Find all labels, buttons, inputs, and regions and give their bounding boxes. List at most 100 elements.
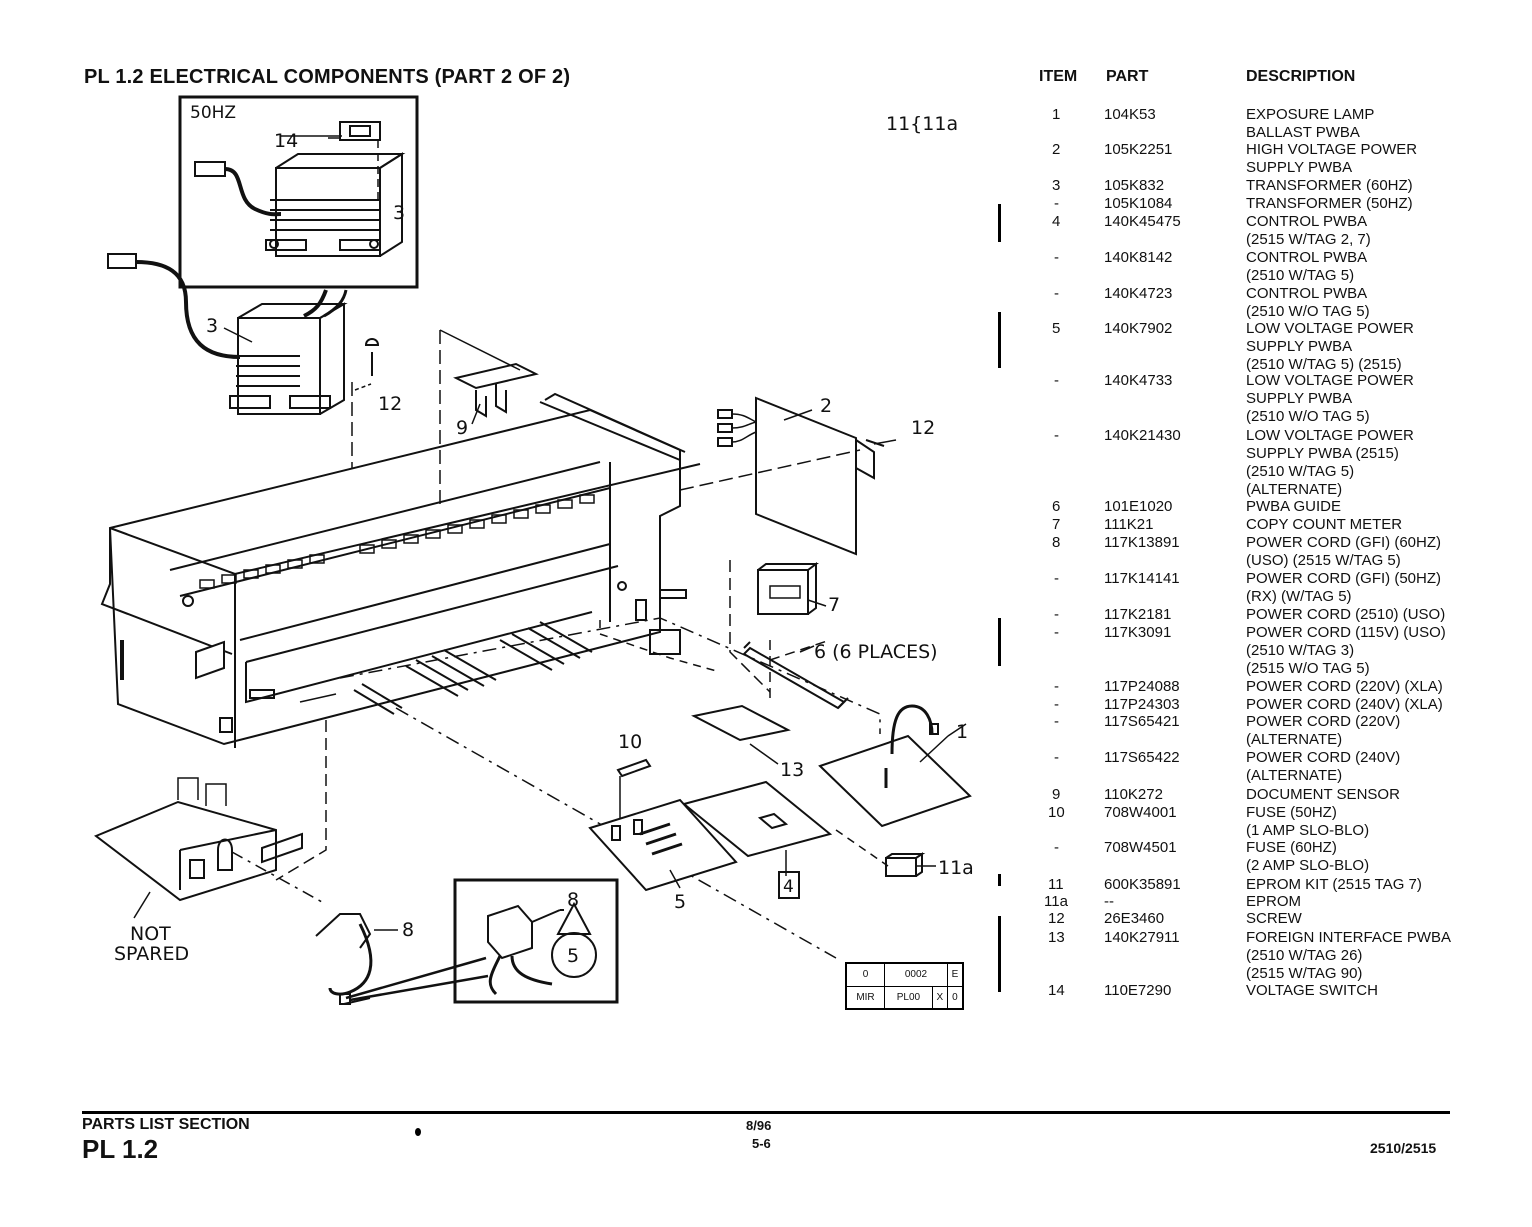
cell-part: 140K27911 [1104, 929, 1180, 946]
footer-date: 8/96 [746, 1118, 772, 1133]
cell-item: - [1054, 249, 1059, 266]
cell-item: - [1054, 285, 1059, 302]
page-title: PL 1.2 ELECTRICAL COMPONENTS (PART 2 OF … [84, 66, 571, 88]
callout-9: 9 [456, 417, 468, 439]
footer-pl-number: PL 1.2 [82, 1134, 159, 1164]
cell-item: 8 [1052, 534, 1061, 551]
cell-item: - [1054, 696, 1059, 713]
callout-3: 3 [206, 315, 218, 337]
revision-bar [998, 204, 1001, 242]
cell-part: 110E7290 [1104, 982, 1172, 999]
cell-item: 3 [1052, 177, 1061, 194]
cell-part: 104K53 [1104, 106, 1156, 123]
footer-rule [82, 1111, 1450, 1114]
cell-part: 140K7902 [1104, 320, 1173, 337]
cell-description: CONTROL PWBA (2510 W/TAG 5) [1246, 249, 1368, 284]
stamp-cell: 0 [846, 963, 885, 987]
cell-description: FUSE (50HZ) (1 AMP SLO-BLO) [1246, 804, 1370, 839]
cell-item: 2 [1052, 141, 1061, 158]
cell-item: 4 [1052, 213, 1061, 230]
callout-6: 6 (6 PLACES) [814, 641, 938, 663]
revision-stamp: 0 0002 E MIR PL00 X 0 [845, 962, 964, 1010]
cell-part: 26E3460 [1104, 910, 1165, 927]
cell-part: 140K45475 [1104, 213, 1181, 230]
cell-item: 5 [1052, 320, 1061, 337]
cell-description: POWER CORD (220V) (ALTERNATE) [1246, 713, 1401, 748]
cell-item: - [1054, 427, 1059, 444]
cell-description: LOW VOLTAGE POWER SUPPLY PWBA (2515) (25… [1246, 427, 1414, 498]
cell-description: TRANSFORMER (50HZ) [1246, 195, 1413, 212]
revision-bar [998, 916, 1001, 992]
callout-5: 5 [674, 891, 686, 913]
cell-part: 117P24303 [1104, 696, 1180, 713]
callout-4: 4 [783, 877, 794, 897]
cell-item: 6 [1052, 498, 1061, 515]
cell-description: POWER CORD (115V) (USO) (2510 W/TAG 3) (… [1246, 624, 1446, 677]
cell-description: COPY COUNT METER [1246, 516, 1403, 533]
cell-part: 708W4501 [1104, 839, 1177, 856]
callout-14: 14 [274, 130, 298, 152]
stamp-cell: PL00 [884, 985, 933, 1009]
footer-page-number: 5-6 [752, 1136, 771, 1151]
col-header-part: PART [1106, 68, 1149, 85]
cell-item: - [1054, 606, 1059, 623]
cell-description: POWER CORD (2510) (USO) [1246, 606, 1446, 623]
cell-item: 9 [1052, 786, 1061, 803]
cell-part: 117P24088 [1104, 678, 1180, 695]
callout-8: 8 [402, 919, 414, 941]
col-header-item: ITEM [1039, 68, 1078, 85]
cell-part: 117S65422 [1104, 749, 1180, 766]
callout-10: 10 [618, 731, 642, 753]
cell-part: 101E1020 [1104, 498, 1173, 515]
cell-item: 12 [1048, 910, 1065, 927]
cell-part: 600K35891 [1104, 876, 1181, 893]
cell-part: 140K4733 [1104, 372, 1173, 389]
cell-description: POWER CORD (240V) (ALTERNATE) [1246, 749, 1401, 784]
col-header-description: DESCRIPTION [1246, 68, 1356, 85]
cell-item: - [1054, 570, 1059, 587]
cell-item: 14 [1048, 982, 1065, 999]
callout-11a: 11a [938, 857, 974, 879]
callout-12-screw: 12 [378, 393, 402, 415]
stamp-cell: X [931, 985, 948, 1009]
cell-description: CONTROL PWBA (2510 W/O TAG 5) [1246, 285, 1370, 320]
callout-2: 2 [820, 395, 832, 417]
cell-item: - [1054, 678, 1059, 695]
callout-7: 7 [828, 594, 840, 616]
inset-50hz-label: 50HZ [190, 103, 236, 123]
revision-bar [998, 874, 1001, 886]
cell-description: POWER CORD (220V) (XLA) [1246, 678, 1443, 695]
cell-part: 140K21430 [1104, 427, 1181, 444]
cell-item: 11a [1044, 893, 1068, 910]
cell-description: EPROM KIT (2515 TAG 7) [1246, 876, 1422, 893]
cell-part: 110K272 [1104, 786, 1163, 803]
cell-part: 117K2181 [1104, 606, 1172, 623]
exploded-parts-diagram: 50HZ 11{11a 14 3 3 12 9 2 12 7 6 (6 PLAC… [94, 95, 974, 1005]
cell-item: 13 [1048, 929, 1065, 946]
cell-part: 105K1084 [1104, 195, 1173, 212]
callout-8-inset: 8 [567, 889, 579, 911]
revision-bar [998, 312, 1001, 368]
cell-description: CONTROL PWBA (2515 W/TAG 2, 7) [1246, 213, 1371, 248]
cell-item: - [1054, 624, 1059, 641]
inset-50hz-box [178, 95, 419, 289]
cell-item: - [1054, 713, 1059, 730]
cell-description: POWER CORD (GFI) (50HZ) (RX) (W/TAG 5) [1246, 570, 1441, 605]
cell-item: - [1054, 195, 1059, 212]
cell-description: EXPOSURE LAMP BALLAST PWBA [1246, 106, 1375, 141]
stamp-cell: E [946, 963, 964, 987]
cell-item: - [1054, 749, 1059, 766]
cell-part: -- [1104, 893, 1114, 910]
cell-description: LOW VOLTAGE POWER SUPPLY PWBA (2510 W/O … [1246, 372, 1414, 425]
callout-13: 13 [780, 759, 804, 781]
cell-description: TRANSFORMER (60HZ) [1246, 177, 1413, 194]
callout-5-inset: 5 [567, 945, 579, 967]
cell-part: 708W4001 [1104, 804, 1177, 821]
cell-part: 111K21 [1104, 516, 1154, 533]
footer-dot [415, 1128, 421, 1136]
cell-part: 105K2251 [1104, 141, 1173, 158]
cell-item: 11 [1048, 876, 1064, 893]
cell-description: EPROM [1246, 893, 1302, 910]
stamp-cell: 0002 [884, 963, 948, 987]
cell-part: 117K3091 [1104, 624, 1172, 641]
